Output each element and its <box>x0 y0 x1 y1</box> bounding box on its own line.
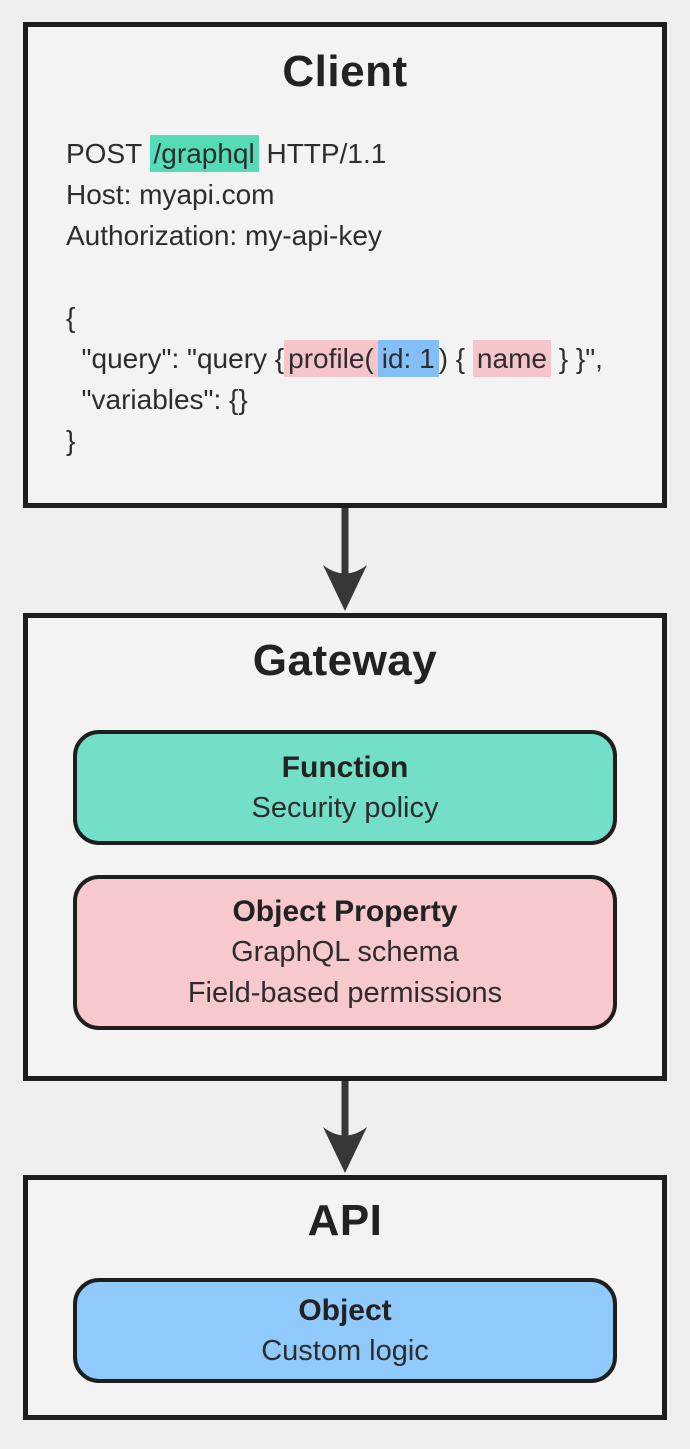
function-card: Function Security policy <box>73 730 617 845</box>
query-prefix: "query": "query { <box>66 343 285 374</box>
json-close-brace: } <box>66 425 76 456</box>
flow-arrow-client-to-gateway <box>0 508 690 613</box>
object-property-card: Object Property GraphQL schema Field-bas… <box>73 875 617 1030</box>
http-version: HTTP/1.1 <box>258 138 387 169</box>
card-line: Custom logic <box>261 1334 429 1367</box>
gateway-panel: Gateway Function Security policy Object … <box>23 613 667 1081</box>
http-request-code: POST /graphql HTTP/1.1 Host: myapi.com A… <box>66 133 662 461</box>
id-argument-highlight: id: 1 <box>377 340 439 377</box>
profile-field-highlight: profile( <box>284 340 378 377</box>
query-line: "query": "query {profile(id: 1) { name }… <box>66 338 662 379</box>
graphql-path-highlight: /graphql <box>149 135 259 172</box>
api-title: API <box>307 1196 383 1245</box>
api-panel: API Object Custom logic <box>23 1175 667 1420</box>
http-method: POST <box>66 138 150 169</box>
query-suffix: } }", <box>550 343 603 374</box>
name-field-highlight: name <box>472 340 551 377</box>
flow-arrow-gateway-to-api <box>0 1081 690 1175</box>
card-title: Object <box>298 1293 392 1327</box>
card-title: Function <box>281 750 409 784</box>
card-line: Security policy <box>251 791 439 824</box>
json-open-brace: { <box>66 302 76 333</box>
request-line: POST /graphql HTTP/1.1 <box>66 133 662 174</box>
gateway-title: Gateway <box>252 636 438 685</box>
authorization-header: Authorization: my-api-key <box>66 220 382 251</box>
host-header: Host: myapi.com <box>66 179 275 210</box>
client-title: Client <box>282 47 408 96</box>
arrow-down-icon <box>323 1081 367 1173</box>
blank-line <box>66 256 662 297</box>
object-card: Object Custom logic <box>73 1278 617 1383</box>
card-title: Object Property <box>232 895 458 928</box>
client-panel: Client POST /graphql HTTP/1.1 Host: myap… <box>23 22 667 508</box>
card-line: Field-based permissions <box>187 977 503 1009</box>
card-line: GraphQL schema <box>231 936 459 968</box>
query-mid: ) { <box>438 343 473 374</box>
arrow-down-icon <box>323 508 367 611</box>
variables-line: "variables": {} <box>66 384 248 415</box>
